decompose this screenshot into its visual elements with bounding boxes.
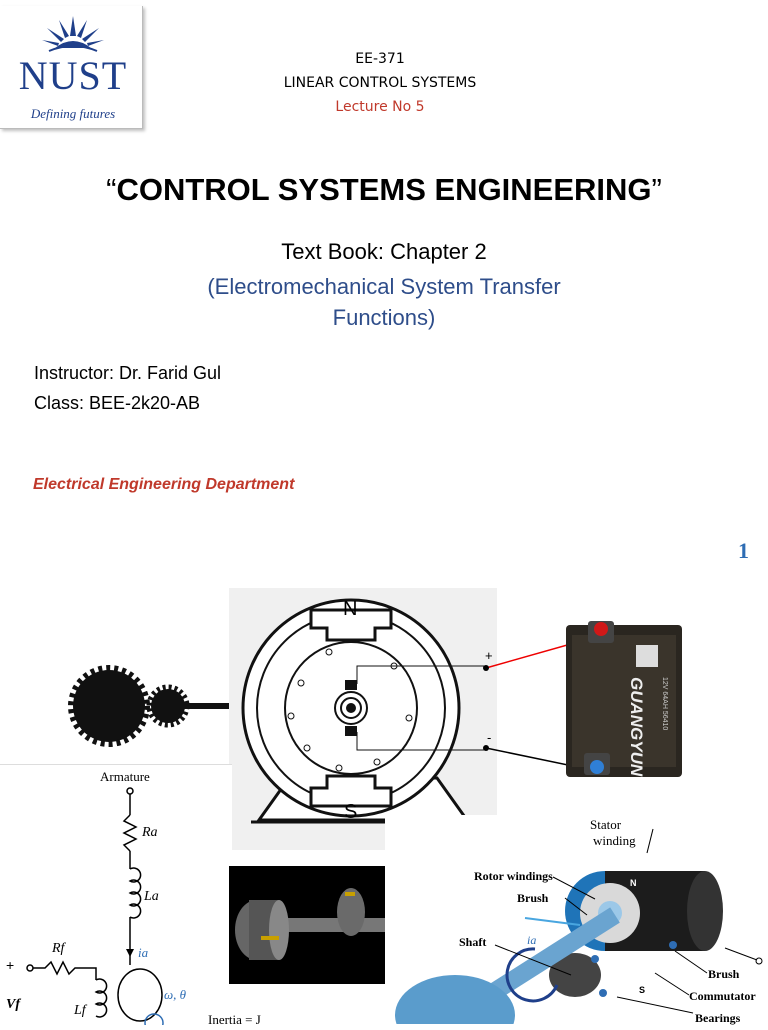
bearings-label: Bearings <box>695 1011 741 1025</box>
textbook-line: Text Book: Chapter 2 <box>281 239 487 264</box>
logo-tagline: Defining futures <box>30 106 116 121</box>
instructor: Instructor: Dr. Farid Gul <box>34 363 222 383</box>
ia-cutaway-label: ia <box>527 933 537 947</box>
minus-terminal-label: - <box>487 730 492 745</box>
dc-motor-diagram: N S + - <box>229 588 497 850</box>
shaft-label: Shaft <box>459 935 487 949</box>
plus-terminal-label: + <box>485 648 493 663</box>
s-pole-label: S <box>639 985 646 995</box>
sunburst-icon <box>42 16 104 52</box>
gear-icon <box>68 665 266 747</box>
page-number: 1 <box>738 538 749 563</box>
commutator-label: Commutator <box>689 989 756 1003</box>
n-pole-label: N <box>630 878 637 888</box>
ra-label: Ra <box>142 825 158 840</box>
armature-circuit: Armature Ra La ia Rf Lf Vf + ω, θ <box>0 764 232 1030</box>
brush-bottom-label: Brush <box>708 967 740 981</box>
slide-title: “CONTROL SYSTEMS ENGINEERING” <box>106 172 662 207</box>
north-pole-label: N <box>343 598 358 620</box>
lecture-number: Lecture No 5 <box>335 99 425 115</box>
south-pole-label: S <box>344 801 358 823</box>
winding-label: winding <box>593 833 636 848</box>
armature-label: Armature <box>100 769 150 784</box>
topic-line-1: (Electromechanical System Transfer <box>207 274 561 299</box>
course-name: LINEAR CONTROL SYSTEMS <box>283 75 477 91</box>
topic-line-2: Functions) <box>332 305 436 330</box>
motor-cutaway-diagram: Stator winding Rotor windings Brush Shaf… <box>385 815 768 1030</box>
shaft-render-image <box>229 866 407 984</box>
logo-wordmark: NUST <box>18 53 128 98</box>
vf-plus-label: + <box>6 957 15 973</box>
la-label: La <box>144 889 159 904</box>
class-info: Class: BEE-2k20-AB <box>34 393 201 413</box>
nust-logo: NUST Defining futures <box>0 6 143 129</box>
rf-label: Rf <box>52 941 65 956</box>
course-code: EE-371 <box>355 51 405 67</box>
brush-top-label: Brush <box>517 891 549 905</box>
battery-spec: 12V 64AH 56410 <box>661 677 668 731</box>
lf-label: Lf <box>74 1003 86 1018</box>
ia-label: ia <box>138 945 149 960</box>
stator-label: Stator <box>590 817 622 832</box>
inertia-label-text: Inertia = J <box>208 1012 261 1027</box>
omega-theta-label: ω, θ <box>164 987 187 1002</box>
vf-label: Vf <box>6 997 20 1012</box>
department: Electrical Engineering Department <box>33 476 295 493</box>
rotor-windings-label: Rotor windings <box>474 869 553 883</box>
battery-image: GUANGYUN 12V 64AH 56410 <box>560 615 690 785</box>
battery-brand: GUANGYUN <box>627 677 646 777</box>
